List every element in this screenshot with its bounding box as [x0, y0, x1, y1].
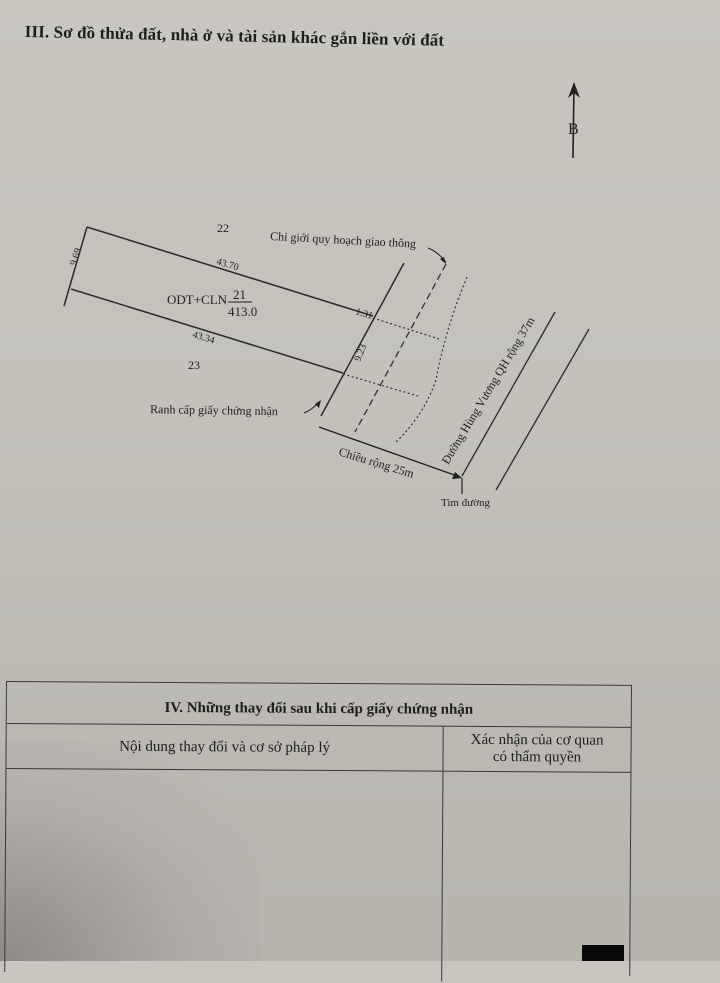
planning-boundary-label: Chỉ giới quy hoạch giao thông [270, 229, 417, 251]
land-use-code: ODT+CLN [167, 292, 228, 307]
column-header-change-content: Nội dung thay đổi và cơ sở pháp lý [6, 724, 444, 771]
redaction-block [582, 945, 624, 961]
dim-setback: 1.31 [354, 306, 374, 322]
change-content-cell [5, 769, 444, 982]
neighbor-parcel-23: 23 [188, 358, 200, 372]
table-header-row: Nội dung thay đổi và cơ sở pháp lý Xác n… [6, 724, 631, 773]
changes-table: IV. Những thay đổi sau khi cấp giấy chứn… [4, 681, 632, 982]
column-header-line-2: có thẩm quyền [492, 748, 582, 766]
certificate-boundary-label: Ranh cấp giấy chứng nhận [150, 402, 278, 418]
centerline-label: Tim đường [441, 497, 490, 509]
dim-left-edge: 9.69 [68, 247, 84, 267]
north-arrow-icon: B [568, 82, 580, 159]
width-label: Chiều rộng 25m [337, 444, 416, 480]
table-row [5, 769, 630, 983]
parcel-boundary [63, 226, 405, 417]
planning-boundary-leader [427, 247, 447, 264]
width-arrow [318, 426, 462, 479]
neighbor-parcel-22: 22 [217, 221, 229, 235]
parcel-number: 21 [233, 287, 246, 302]
planning-boundary-line [354, 263, 447, 433]
section-iv-title: IV. Những thay đổi sau khi cấp giấy chứn… [6, 682, 631, 728]
parcel-area: 413.0 [228, 304, 257, 319]
certificate-boundary-leader [303, 400, 321, 414]
road-lines [461, 311, 590, 491]
dim-front-edge: 9.23 [353, 343, 370, 363]
column-header-authority-confirmation: Xác nhận của cơ quan có thẩm quyền [443, 727, 630, 772]
parcel-diagram: B 22 [63, 82, 590, 509]
column-header-line-1: Xác nhận của cơ quan [470, 731, 604, 749]
north-label: B [568, 121, 579, 138]
